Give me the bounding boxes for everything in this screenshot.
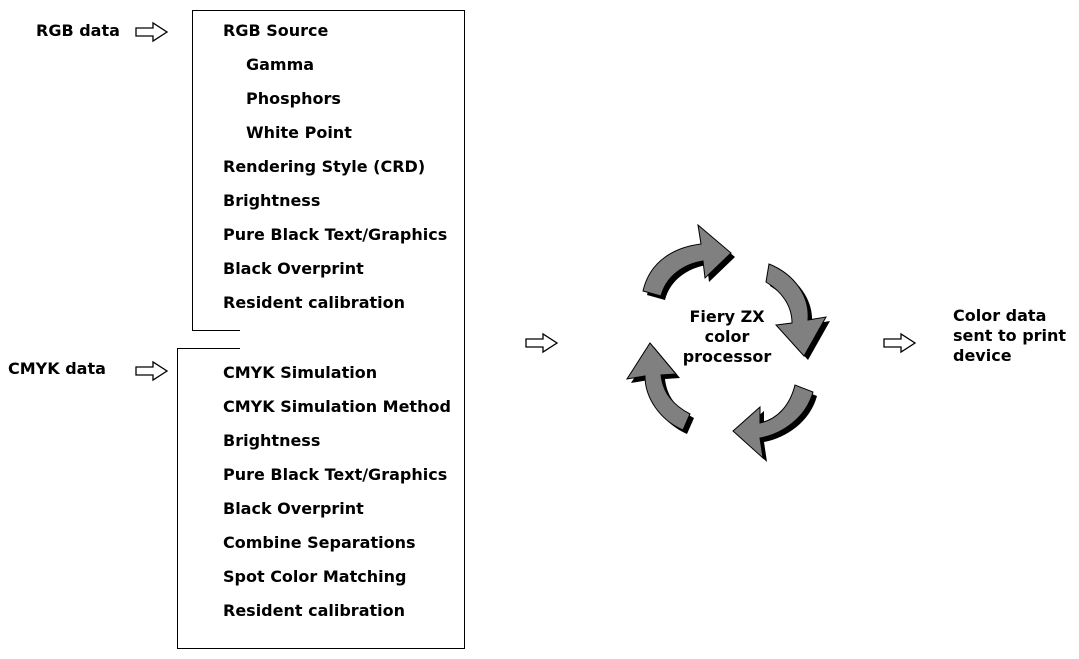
rgb-box-bottom-stub [192,330,240,331]
cycle-arrow-right-icon [765,263,830,360]
cycle-arrow-bottom-icon [732,384,817,462]
rgb-source-label: RGB Source [223,21,329,40]
cmyk-item-black-overprint: Black Overprint [223,499,364,518]
rgb-sub-item-gamma: Gamma [246,55,315,74]
cmyk-item-resident-calibration: Resident calibration [223,601,405,620]
rgb-item-rendering-style: Rendering Style (CRD) [223,157,426,176]
processor-label-line1: Fiery ZX [689,307,765,326]
cycle-arrow-left-icon [625,342,694,434]
rgb-input-arrow-icon [135,21,169,43]
cmyk-data-label: CMYK data [8,359,106,378]
processor-label: Fiery ZX color processor [672,307,782,367]
output-label-line1: Color data [953,306,1047,325]
cmyk-input-arrow-icon [135,360,169,382]
rgb-box-top [192,10,465,11]
cmyk-item-brightness: Brightness [223,431,321,450]
to-processor-arrow-icon [525,332,559,354]
settings-box-right [464,10,465,649]
rgb-data-label: RGB data [36,21,120,40]
cmyk-box-bottom [177,648,465,649]
cycle-arrow-top-icon [642,223,735,300]
rgb-box-left [192,10,193,331]
processor-label-line2: color [704,327,750,346]
cmyk-item-pure-black: Pure Black Text/Graphics [223,465,448,484]
cmyk-item-simulation: CMYK Simulation [223,363,378,382]
cmyk-box-left [177,348,178,649]
output-label-line2: sent to print [953,326,1067,345]
cmyk-item-combine-separations: Combine Separations [223,533,416,552]
cmyk-box-top-stub [177,348,240,349]
rgb-item-brightness: Brightness [223,191,321,210]
rgb-item-black-overprint: Black Overprint [223,259,364,278]
rgb-sub-item-phosphors: Phosphors [246,89,341,108]
rgb-item-pure-black: Pure Black Text/Graphics [223,225,448,244]
to-output-arrow-icon [883,332,917,354]
processor-label-line3: processor [682,347,772,366]
cmyk-item-simulation-method: CMYK Simulation Method [223,397,451,416]
rgb-item-resident-calibration: Resident calibration [223,293,405,312]
output-label: Color data sent to print device [953,306,1066,366]
rgb-sub-item-white-point: White Point [246,123,352,142]
output-label-line3: device [953,346,1012,365]
cmyk-item-spot-color-matching: Spot Color Matching [223,567,407,586]
